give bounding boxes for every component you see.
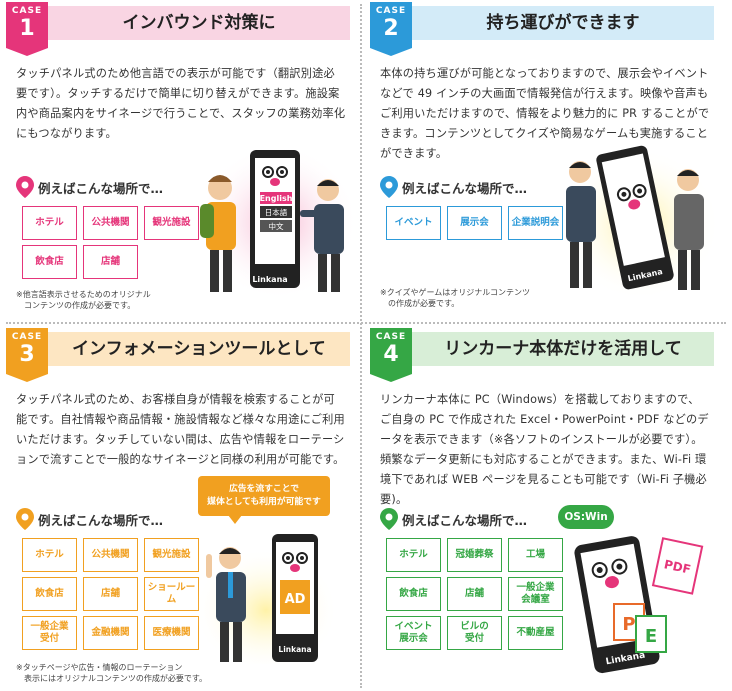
powerpoint-icon: P xyxy=(622,614,635,635)
place-tag: 公共機関 xyxy=(83,206,138,240)
case-3-panel: インフォメーションツールとして CASE 3 タッチパネル式のため、お客様自身が… xyxy=(6,328,356,688)
case-label: CASE xyxy=(11,6,43,16)
brand-logo: Linkana xyxy=(278,645,311,654)
case-1-illustration: English 日本語 中文 Linkana xyxy=(198,144,356,300)
case-2-illustration: Linkana xyxy=(560,145,718,300)
case-3-speech-bubble: 広告を流すことで 媒体としても利用が可能です xyxy=(198,476,330,524)
case-1-description: タッチパネル式のため他言語での表示が可能です（翻訳別途必要です）。タッチするだけ… xyxy=(16,67,346,140)
map-pin-icon xyxy=(380,176,398,198)
case-4-title: リンカーナ本体だけを活用して xyxy=(412,332,714,366)
place-tag: 公共機関 xyxy=(83,538,138,572)
case-1-note: ※他言語表示させるためのオリジナル コンテンツの作成が必要です。 xyxy=(16,290,151,310)
case-number: 3 xyxy=(19,342,35,367)
case-label: CASE xyxy=(11,332,43,342)
language-japanese: 日本語 xyxy=(265,207,288,217)
place-tag: 金融機関 xyxy=(83,616,138,650)
case-3-example-heading: 例えばこんな場所で… xyxy=(16,508,163,530)
case-2-badge: CASE 2 xyxy=(370,2,412,56)
case-4-description: リンカーナ本体に PC（Windows）を搭載しておりますので、ご自身の PC … xyxy=(380,393,709,506)
case-3-badge: CASE 3 xyxy=(6,328,48,382)
case-2-example-heading: 例えばこんな場所で… xyxy=(380,176,527,198)
case-1-example-heading: 例えばこんな場所で… xyxy=(16,176,163,198)
place-tag: 工場 xyxy=(508,538,563,572)
case-3-illustration: AD Linkana xyxy=(196,534,338,664)
case-2-title: 持ち運びができます xyxy=(412,6,714,40)
place-tag: 一般企業 会議室 xyxy=(508,577,563,611)
case-2-description: 本体の持ち運びが可能となっておりますので、展示会やイベントなどで 49 インチの… xyxy=(380,67,710,160)
place-tag: 医療機関 xyxy=(144,616,199,650)
place-tag: 飲食店 xyxy=(22,577,77,611)
place-tag: 冠婚葬祭 xyxy=(447,538,502,572)
place-tag: 店舗 xyxy=(447,577,502,611)
case-3-note: ※タッチページや広告・情報のローテーション 表示にはオリジナルコンテンツの作成が… xyxy=(16,663,208,683)
case-2-places: イベント 展示会 企業説明会 xyxy=(386,206,563,240)
vertical-divider xyxy=(360,4,362,688)
place-tag: 不動産屋 xyxy=(508,616,563,650)
case-1-badge: CASE 1 xyxy=(6,2,48,56)
place-tag: 店舗 xyxy=(83,577,138,611)
map-pin-icon xyxy=(16,508,34,530)
case-number: 2 xyxy=(383,16,399,41)
case-2-note: ※クイズやゲームはオリジナルコンテンツ の作成が必要です。 xyxy=(380,288,531,308)
map-pin-icon xyxy=(380,508,398,530)
map-pin-icon xyxy=(16,176,34,198)
place-tag: 店舗 xyxy=(83,245,138,279)
language-english: English xyxy=(260,194,293,203)
place-tag: ホテル xyxy=(386,538,441,572)
case-number: 1 xyxy=(19,16,35,41)
case-1-places: ホテル 公共機関 観光施設 飲食店 店舗 xyxy=(22,206,199,279)
place-tag: ショールーム xyxy=(144,577,199,611)
place-tag: ビルの 受付 xyxy=(447,616,502,650)
horizontal-divider xyxy=(6,322,726,324)
case-4-places: ホテル 冠婚葬祭 工場 飲食店 店舗 一般企業 会議室 イベント 展示会 ビルの… xyxy=(386,538,563,650)
case-3-title: インフォメーションツールとして xyxy=(48,332,350,366)
language-chinese: 中文 xyxy=(269,221,284,231)
case-2-panel: 持ち運びができます CASE 2 本体の持ち運びが可能となっておりますので、展示… xyxy=(370,2,720,332)
excel-icon: E xyxy=(645,626,657,647)
place-tag: 観光施設 xyxy=(144,538,199,572)
case-label: CASE xyxy=(375,6,407,16)
case-4-panel: リンカーナ本体だけを活用して CASE 4 リンカーナ本体に PC（Window… xyxy=(370,328,720,688)
example-heading-text: 例えばこんな場所で… xyxy=(38,180,164,196)
place-tag: 観光施設 xyxy=(144,206,199,240)
place-tag: ホテル xyxy=(22,538,77,572)
place-tag: 飲食店 xyxy=(386,577,441,611)
case-3-places: ホテル 公共機関 観光施設 飲食店 店舗 ショールーム 一般企業 受付 金融機関… xyxy=(22,538,199,650)
ad-screen-text: AD xyxy=(285,592,306,607)
case-4-badge: CASE 4 xyxy=(370,328,412,382)
place-tag: 飲食店 xyxy=(22,245,77,279)
place-tag: 展示会 xyxy=(447,206,502,240)
example-heading-text: 例えばこんな場所で… xyxy=(402,180,528,196)
case-1-panel: インバウンド対策に CASE 1 タッチパネル式のため他言語での表示が可能です（… xyxy=(6,2,356,332)
pdf-icon: PDF xyxy=(663,557,692,576)
os-badge: OS:Win xyxy=(558,505,614,529)
case-4-example-heading: 例えばこんな場所で… xyxy=(380,508,527,530)
case-4-illustration: Linkana PDF P E xyxy=(574,536,704,674)
case-1-title: インバウンド対策に xyxy=(48,6,350,40)
case-label: CASE xyxy=(375,332,407,342)
example-heading-text: 例えばこんな場所で… xyxy=(38,512,164,528)
example-heading-text: 例えばこんな場所で… xyxy=(402,512,528,528)
case-3-description: タッチパネル式のため、お客様自身が情報を検索することが可能です。自社情報や商品情… xyxy=(16,393,345,466)
case-number: 4 xyxy=(383,342,399,367)
place-tag: ホテル xyxy=(22,206,77,240)
brand-logo: Linkana xyxy=(252,275,287,284)
place-tag: イベント 展示会 xyxy=(386,616,441,650)
place-tag: イベント xyxy=(386,206,441,240)
place-tag: 企業説明会 xyxy=(508,206,563,240)
place-tag: 一般企業 受付 xyxy=(22,616,77,650)
